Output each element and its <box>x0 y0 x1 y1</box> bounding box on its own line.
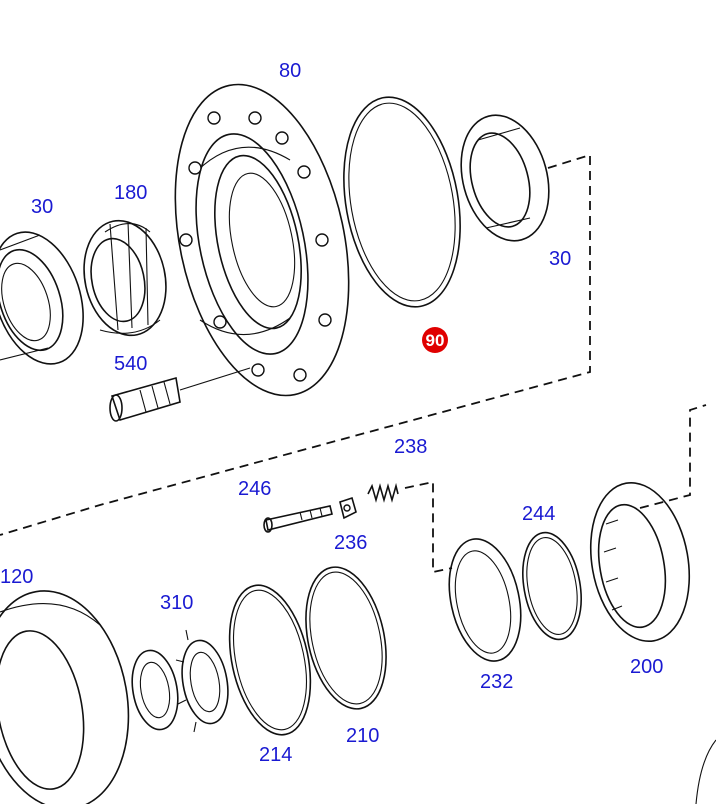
label-90[interactable]: 90 <box>426 331 445 350</box>
label-30-left[interactable]: 30 <box>31 196 53 218</box>
bolt-246[interactable] <box>263 505 333 533</box>
roller-bearing-180[interactable] <box>74 213 176 343</box>
wheel-hub-80[interactable] <box>149 68 375 411</box>
assembly-boundary-lower <box>404 480 453 574</box>
label-310[interactable]: 310 <box>160 592 193 614</box>
label-246[interactable]: 246 <box>238 478 271 500</box>
label-30-right[interactable]: 30 <box>549 248 571 270</box>
partial-part-bottom-right <box>695 739 716 804</box>
label-120[interactable]: 120 <box>0 566 33 588</box>
label-236[interactable]: 236 <box>334 532 367 554</box>
assembly-boundary-upper <box>0 153 591 536</box>
bearing-30-left[interactable] <box>0 220 99 375</box>
label-210[interactable]: 210 <box>346 725 379 747</box>
label-232[interactable]: 232 <box>480 671 513 693</box>
label-80[interactable]: 80 <box>279 60 301 82</box>
snap-ring-244[interactable] <box>515 528 589 644</box>
label-180[interactable]: 180 <box>114 182 147 204</box>
o-ring-90[interactable] <box>328 88 475 316</box>
housing-120[interactable] <box>0 579 145 804</box>
bearing-30-right[interactable] <box>448 105 562 250</box>
label-214[interactable]: 214 <box>259 744 292 766</box>
lock-washer-310[interactable] <box>126 629 234 733</box>
label-244[interactable]: 244 <box>522 503 555 525</box>
highlight-marker <box>422 327 448 353</box>
nut-236[interactable] <box>339 496 357 520</box>
label-238[interactable]: 238 <box>394 436 427 458</box>
label-200[interactable]: 200 <box>630 656 663 678</box>
spring-238[interactable] <box>367 482 399 503</box>
bolt-540[interactable] <box>109 367 251 422</box>
ring-gear-200[interactable] <box>579 475 701 649</box>
o-ring-210[interactable] <box>294 560 398 717</box>
o-ring-214[interactable] <box>217 578 323 742</box>
label-90-highlighted[interactable]: 90 <box>422 327 448 353</box>
shim-232[interactable] <box>439 532 531 667</box>
assembly-boundary-right <box>639 404 707 509</box>
label-540[interactable]: 540 <box>114 353 147 375</box>
